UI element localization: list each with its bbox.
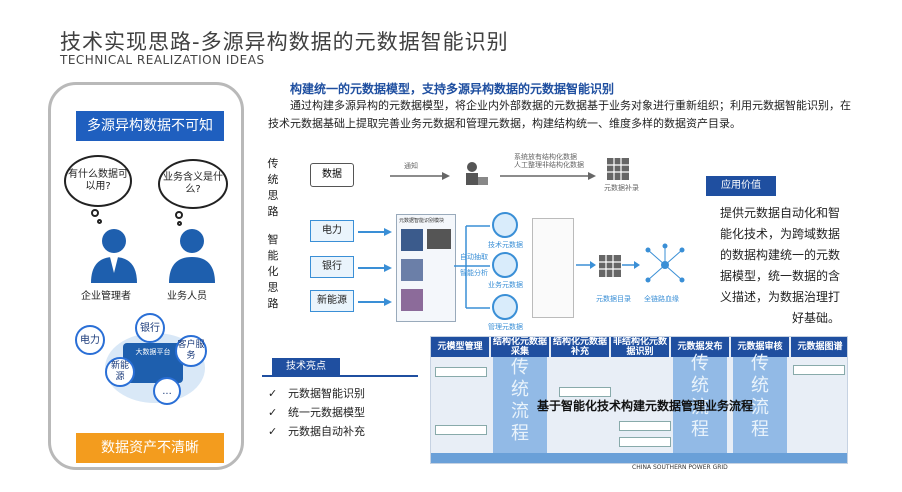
arrow-icon bbox=[622, 261, 640, 269]
process-col-head: 非结构化元数据识别 bbox=[611, 337, 669, 357]
manager-label: 企业管理者 bbox=[81, 291, 131, 302]
features-list: ✓元数据智能识别 ✓统一元数据模型 ✓元数据自动补充 bbox=[268, 385, 365, 442]
module-thumb bbox=[401, 289, 423, 311]
feature-item: ✓元数据智能识别 bbox=[268, 387, 365, 400]
process-caption: 基于智能化技术构建元数据管理业务流程 bbox=[537, 399, 754, 413]
arrow-icon bbox=[390, 172, 450, 180]
admin-metadata-icon bbox=[492, 294, 518, 320]
company-logo-text: CHINA SOUTHERN POWER GRID bbox=[632, 464, 728, 471]
check-icon: ✓ bbox=[268, 425, 278, 438]
table-icon bbox=[599, 255, 621, 277]
process-step bbox=[619, 421, 671, 431]
arrow-icon bbox=[576, 261, 596, 269]
cluster-more: ... bbox=[153, 377, 181, 405]
traditional-flow: 数据 通知 系统放有结构化数据 人工整理非结构化数据 元数据补录 bbox=[300, 153, 690, 203]
process-col-head: 结构化元数据补充 bbox=[551, 337, 609, 357]
module-thumb bbox=[401, 229, 423, 251]
process-step bbox=[435, 425, 487, 435]
bubble-dot bbox=[91, 209, 99, 217]
module-thumb bbox=[401, 259, 423, 281]
staff-icon bbox=[169, 229, 215, 283]
traditional-overlay: 传统流程 bbox=[691, 353, 709, 440]
manual-note: 系统放有结构化数据 人工整理非结构化数据 bbox=[514, 153, 584, 169]
cluster-bank: 银行 bbox=[135, 313, 165, 343]
worker-icon bbox=[466, 162, 488, 185]
feature-item: ✓元数据自动补充 bbox=[268, 425, 365, 438]
data-source-cluster: 大数据平台 电力 银行 新能源 客户服务 ... bbox=[71, 313, 231, 421]
question-bubble-2: 业务含义是什么? bbox=[158, 159, 228, 209]
process-step bbox=[619, 437, 671, 447]
cluster-power: 电力 bbox=[75, 325, 105, 355]
branch-arrows bbox=[454, 225, 490, 309]
traditional-column bbox=[733, 357, 787, 455]
source-bank: 银行 bbox=[310, 256, 354, 278]
question-bubble-1: 有什么数据可以用? bbox=[64, 155, 132, 207]
traditional-overlay: 传统流程 bbox=[751, 353, 769, 440]
bubble-dot bbox=[97, 219, 102, 224]
process-col-head: 元模型管理 bbox=[431, 337, 489, 357]
features-tag: 技术亮点 bbox=[272, 358, 340, 376]
traditional-column bbox=[493, 357, 547, 455]
bubble-dot bbox=[177, 221, 182, 226]
process-col-head: 元数据审核 bbox=[731, 337, 789, 357]
result-label: 元数据补录 bbox=[604, 184, 639, 192]
traditional-overlay: 传统流程 bbox=[511, 357, 529, 444]
process-col-head: 元数据图谱 bbox=[791, 337, 847, 357]
smart-analysis-label: 智能分析 bbox=[460, 269, 488, 277]
unknown-data-label: 多源异构数据不可知 bbox=[76, 111, 224, 141]
traditional-column bbox=[673, 357, 727, 455]
auto-extract-label: 自动抽取 bbox=[460, 253, 488, 261]
check-icon: ✓ bbox=[268, 406, 278, 419]
cluster-new-energy: 新能源 bbox=[105, 357, 135, 387]
main-headline: 构建统一的元数据模型，支持多源异构数据的元数据智能识别 bbox=[290, 82, 615, 96]
application-text: 提供元数据自动化和智能化技术，为跨域数据的数据构建统一的元数据模型，统一数据的含… bbox=[719, 206, 840, 325]
traditional-label: 传统思路 bbox=[267, 157, 279, 218]
manager-icon bbox=[91, 229, 137, 283]
arrow-icon bbox=[500, 172, 596, 180]
business-metadata-label: 业务元数据 bbox=[488, 281, 523, 289]
catalog-label: 元数据目录 bbox=[596, 295, 631, 303]
process-col-head: 元数据发布 bbox=[671, 337, 729, 357]
features-divider bbox=[262, 375, 418, 377]
module-table bbox=[427, 229, 451, 249]
staff-label: 业务人员 bbox=[167, 291, 207, 302]
smart-label: 智能化思路 bbox=[267, 233, 279, 310]
tech-metadata-icon bbox=[492, 212, 518, 238]
module-title: 元数据智能识别模块 bbox=[399, 218, 445, 224]
tech-metadata-label: 技术元数据 bbox=[488, 241, 523, 249]
smart-flow: 电力 银行 新能源 元数据智能识别模块 自动抽取 智能分析 技术元数据 业务元数… bbox=[300, 212, 700, 337]
source-new-energy: 新能源 bbox=[310, 290, 354, 312]
process-diagram: 元模型管理 结构化元数据采集 结构化元数据补充 非结构化元数据识别 元数据发布 … bbox=[430, 336, 848, 464]
main-paragraph: 通过构建多源异构的元数据模型，将企业内外部数据的元数据基于业务对象进行重新组织；… bbox=[268, 99, 851, 130]
lineage-label: 全链路血缘 bbox=[644, 295, 679, 303]
admin-metadata-label: 管理元数据 bbox=[488, 323, 523, 331]
cluster-service: 客户服务 bbox=[175, 335, 207, 367]
process-step bbox=[793, 365, 845, 375]
process-footer-bar bbox=[431, 453, 847, 463]
unclear-asset-label: 数据资产不清晰 bbox=[76, 433, 224, 463]
data-box: 数据 bbox=[310, 163, 354, 187]
process-step bbox=[435, 367, 487, 377]
notify-label: 通知 bbox=[404, 162, 418, 170]
bubble-dot bbox=[175, 211, 183, 219]
process-col-head: 结构化元数据采集 bbox=[491, 337, 549, 357]
process-step bbox=[559, 387, 611, 397]
table-icon bbox=[607, 158, 629, 180]
metadata-doc-image bbox=[532, 218, 574, 318]
check-icon: ✓ bbox=[268, 387, 278, 400]
business-metadata-icon bbox=[492, 252, 518, 278]
source-power: 电力 bbox=[310, 220, 354, 242]
recognition-module: 元数据智能识别模块 bbox=[396, 214, 456, 322]
feature-item: ✓统一元数据模型 bbox=[268, 406, 365, 419]
source-arrows bbox=[358, 228, 392, 306]
page-subtitle: TECHNICAL REALIZATION IDEAS bbox=[60, 53, 265, 67]
lineage-graph-icon bbox=[645, 243, 685, 283]
page-title: 技术实现思路-多源异构数据的元数据智能识别 bbox=[60, 30, 509, 54]
application-tag: 应用价值 bbox=[706, 176, 776, 196]
problem-panel: 多源异构数据不可知 有什么数据可以用? 业务含义是什么? 企业管理者 业务人员 … bbox=[48, 82, 244, 470]
